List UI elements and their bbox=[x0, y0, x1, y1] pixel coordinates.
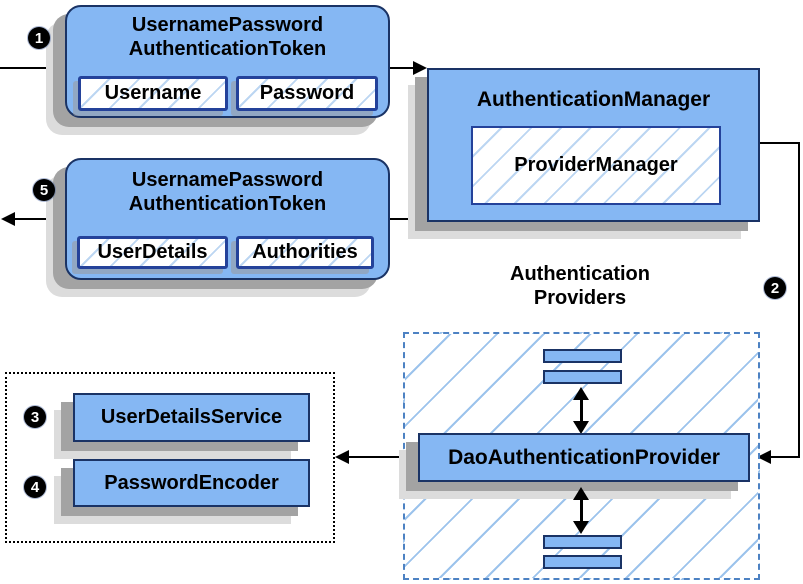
step-badge-5: 5 bbox=[33, 179, 55, 201]
response-token-title-line2: AuthenticationToken bbox=[128, 193, 327, 215]
response-token-title: UsernamePassword AuthenticationToken bbox=[65, 168, 390, 216]
dao-authentication-provider-box: DaoAuthenticationProvider bbox=[418, 433, 750, 482]
step-badge-2: 2 bbox=[764, 277, 786, 299]
username-field-box: Username bbox=[78, 76, 228, 111]
password-encoder-box: PasswordEncoder bbox=[73, 459, 310, 507]
arrowhead-down-icon bbox=[573, 421, 589, 434]
flow-line-step2-bottom bbox=[770, 456, 800, 458]
bidirectional-arrow-bottom bbox=[573, 487, 589, 534]
password-encoder-label: PasswordEncoder bbox=[104, 471, 279, 494]
authentication-manager-title: AuthenticationManager bbox=[476, 88, 711, 111]
password-field-label: Password bbox=[259, 82, 355, 104]
arrowhead-up-icon bbox=[573, 487, 589, 500]
user-details-service-label: UserDetailsService bbox=[100, 406, 283, 428]
arrow-shaft bbox=[579, 397, 583, 424]
flow-line-dao-to-services bbox=[349, 456, 419, 458]
authentication-providers-label: Authentication Providers bbox=[455, 262, 705, 310]
userdetails-field-label: UserDetails bbox=[97, 241, 208, 263]
arrowhead-down-icon bbox=[573, 521, 589, 534]
password-field-box: Password bbox=[236, 76, 378, 111]
step-badge-1: 1 bbox=[28, 27, 50, 49]
arrowhead-response-out bbox=[1, 212, 15, 226]
step-badge-4: 4 bbox=[24, 476, 46, 498]
request-token-title-line2: AuthenticationToken bbox=[128, 38, 327, 60]
authentication-providers-label-line1: Authentication bbox=[510, 263, 650, 285]
provider-stack-top-bar-2 bbox=[543, 370, 622, 384]
flow-line-step2-vertical bbox=[798, 142, 800, 458]
provider-manager-box: ProviderManager bbox=[471, 126, 721, 205]
userdetails-field-box: UserDetails bbox=[77, 236, 228, 269]
step-badge-3: 3 bbox=[24, 406, 46, 428]
bidirectional-arrow-top bbox=[573, 387, 589, 434]
request-token-title: UsernamePassword AuthenticationToken bbox=[65, 13, 390, 61]
flow-line-response-out bbox=[13, 218, 66, 220]
arrowhead-up-icon bbox=[573, 387, 589, 400]
arrowhead-into-authentication-manager bbox=[413, 61, 427, 75]
username-field-label: Username bbox=[104, 82, 202, 104]
response-token-title-line1: UsernamePassword bbox=[131, 169, 324, 191]
arrowhead-into-dao-provider bbox=[757, 450, 771, 464]
provider-manager-label: ProviderManager bbox=[514, 154, 678, 176]
provider-stack-bottom-bar-1 bbox=[543, 535, 622, 549]
authorities-field-box: Authorities bbox=[236, 236, 374, 269]
request-token-title-line1: UsernamePassword bbox=[131, 14, 324, 36]
flow-line-manager-to-response-token bbox=[388, 218, 428, 220]
provider-stack-bottom-bar-2 bbox=[543, 555, 622, 569]
authorities-field-label: Authorities bbox=[252, 241, 358, 263]
services-group-box bbox=[5, 372, 335, 543]
arrowhead-into-services-box bbox=[335, 450, 349, 464]
flow-line-step2-top bbox=[759, 142, 800, 144]
provider-stack-top-bar-1 bbox=[543, 349, 622, 363]
arrow-shaft bbox=[579, 497, 583, 524]
user-details-service-box: UserDetailsService bbox=[73, 393, 310, 442]
authentication-providers-label-line2: Providers bbox=[533, 287, 627, 309]
dao-authentication-provider-label: DaoAuthenticationProvider bbox=[448, 445, 720, 469]
